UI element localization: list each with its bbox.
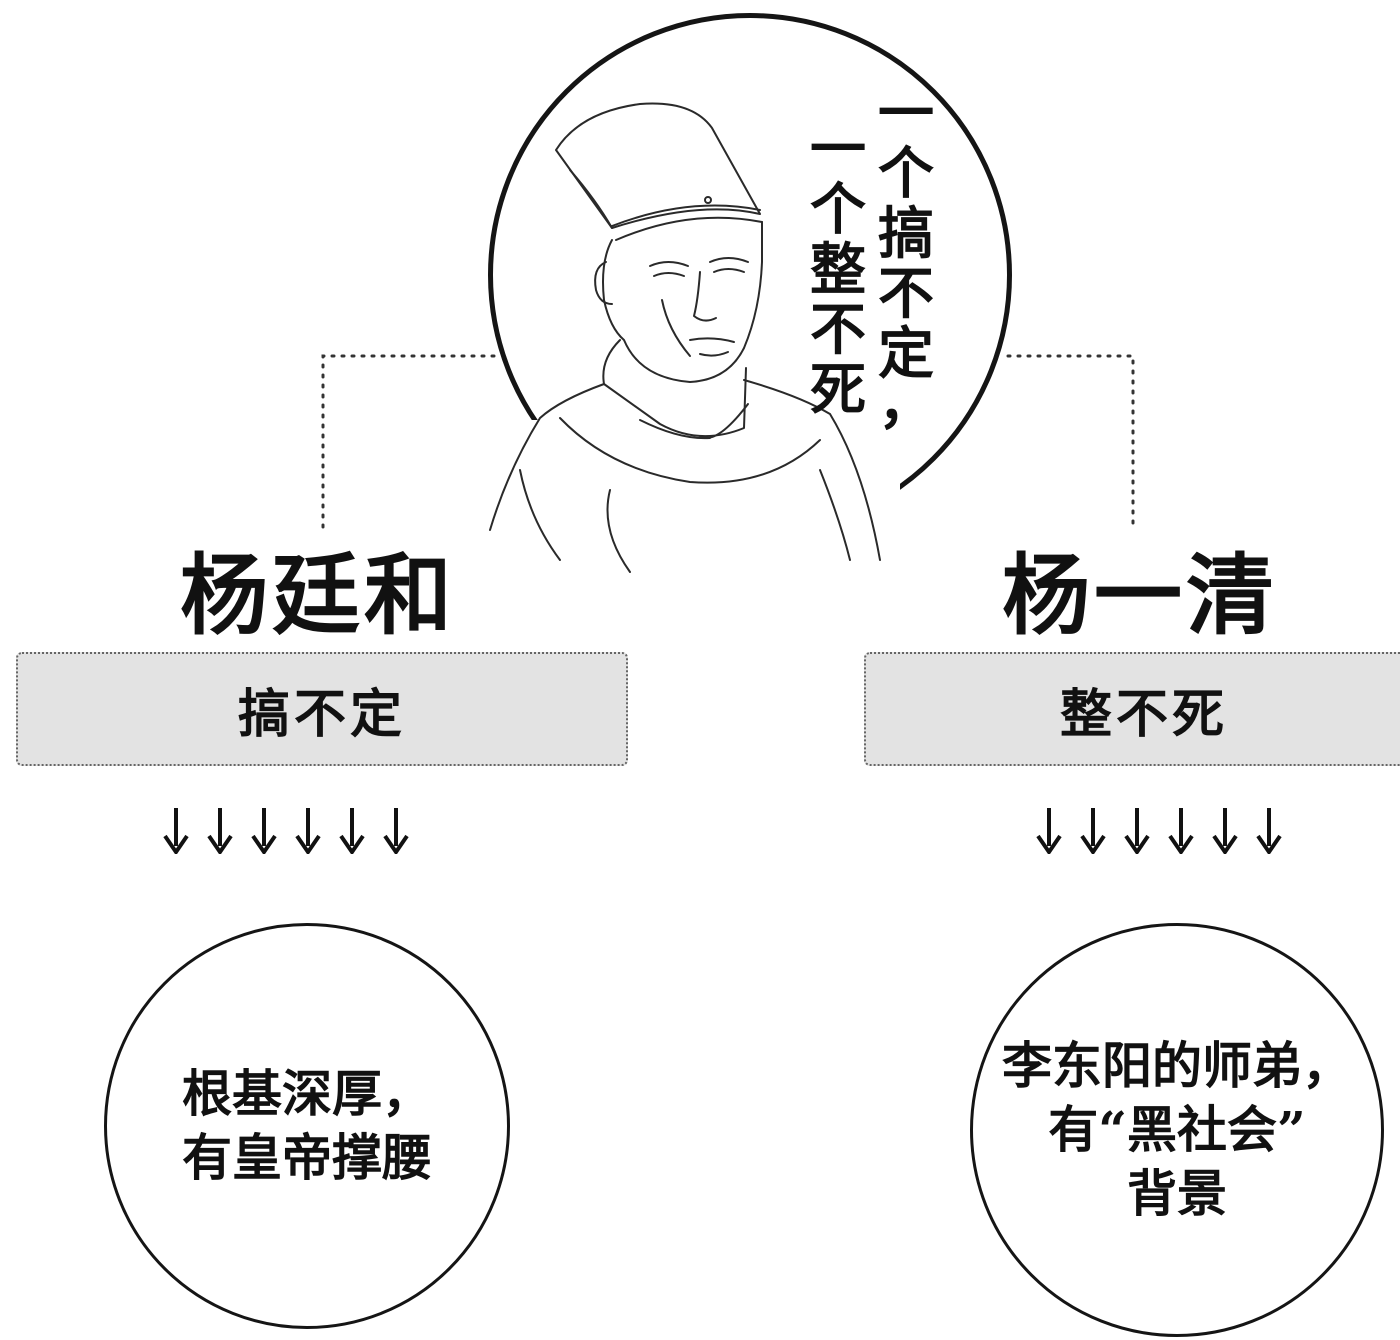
- slogan-column-2-char: 不: [810, 297, 866, 363]
- slogan-column-1: 一个搞不定，: [874, 81, 938, 437]
- slogan-column-1-char: 不: [878, 261, 934, 327]
- slogan-column-2-char: 一: [810, 117, 866, 183]
- right-down-arrow-icon: [1256, 808, 1282, 854]
- left-down-arrow-icon: [383, 808, 409, 854]
- trait-label-left: 搞不定: [237, 683, 406, 745]
- reason-circle-left: 根基深厚，有皇帝撑腰: [104, 923, 510, 1329]
- connector-left: [321, 354, 496, 530]
- reason-text-right: 李东阳的师弟，有“黑社会”背景: [1002, 1034, 1352, 1226]
- reason-left-line: 根基深厚，: [182, 1064, 432, 1123]
- reason-circle-right: 李东阳的师弟，有“黑社会”背景: [970, 923, 1384, 1337]
- slogan-column-2-char: 死: [810, 357, 866, 423]
- right-down-arrow-icon: [1124, 808, 1150, 854]
- right-down-arrow-icon: [1212, 808, 1238, 854]
- connector-right: [1006, 354, 1135, 530]
- right-down-arrow-icon: [1168, 808, 1194, 854]
- slogan-column-1-char: ，: [878, 371, 934, 437]
- name-yang-tinghe: 杨廷和: [180, 543, 457, 647]
- arrow-row-right: [1036, 806, 1282, 854]
- left-down-arrow-icon: [163, 808, 189, 854]
- connector-lines: [321, 354, 1135, 530]
- slogan-column-1-char: 一: [878, 81, 934, 147]
- reason-right-line: 有“黑社会”: [1048, 1100, 1306, 1159]
- slogan-column-1-char: 定: [878, 321, 934, 387]
- reason-right-line: 李东阳的师弟，: [1002, 1036, 1352, 1095]
- trait-box-right: 整不死: [864, 652, 1400, 766]
- slogan-column-2-char: 个: [810, 177, 866, 243]
- slogan-column-2-char: 整: [810, 237, 866, 303]
- trait-box-left: 搞不定: [16, 652, 628, 766]
- right-down-arrow-icon: [1080, 808, 1106, 854]
- arrow-row-left: [163, 806, 409, 854]
- left-down-arrow-icon: [295, 808, 321, 854]
- left-down-arrow-icon: [339, 808, 365, 854]
- slogan-column-2: 一个整不死: [806, 120, 870, 420]
- slogan-column-1-char: 个: [878, 141, 934, 207]
- right-down-arrow-icon: [1036, 808, 1062, 854]
- reason-left-line: 有皇帝撑腰: [182, 1128, 432, 1187]
- left-down-arrow-icon: [207, 808, 233, 854]
- reason-text-left: 根基深厚，有皇帝撑腰: [182, 1062, 432, 1190]
- left-down-arrow-icon: [251, 808, 277, 854]
- reason-right-line: 背景: [1127, 1164, 1227, 1223]
- slogan-column-1-char: 搞: [878, 201, 934, 267]
- name-yang-yiqing: 杨一清: [1002, 543, 1279, 647]
- trait-label-right: 整不死: [1059, 683, 1228, 745]
- official-portrait-illustration: [470, 102, 900, 580]
